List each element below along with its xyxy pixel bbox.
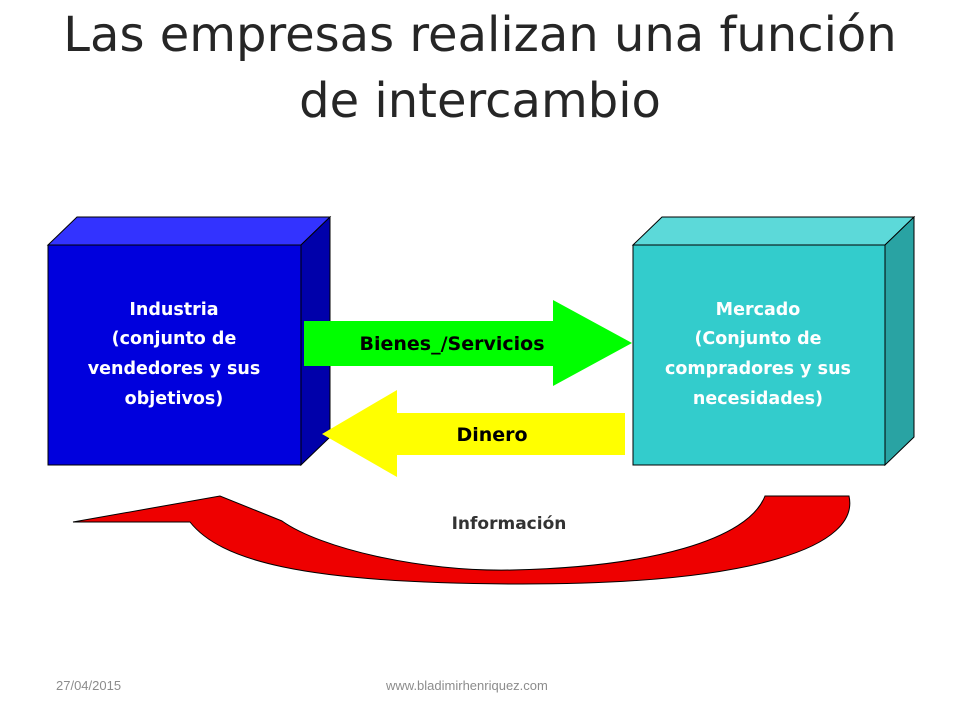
market-box: Mercado (Conjunto de compradores y sus n… bbox=[631, 215, 916, 467]
footer-date: 27/04/2015 bbox=[56, 678, 122, 693]
industry-box: Industria (conjunto de vendedores y sus … bbox=[46, 215, 332, 467]
market-box-line-1: Mercado bbox=[716, 300, 801, 320]
industry-box-top bbox=[46, 216, 332, 246]
money-arrow-shape bbox=[322, 390, 625, 477]
industry-box-front bbox=[47, 244, 302, 466]
industry-box-line-2: (conjunto de bbox=[112, 329, 237, 349]
goods-services-arrow: Bienes_/Servicios bbox=[304, 300, 632, 386]
money-label: Dinero bbox=[456, 424, 527, 446]
slide-title-line-1: Las empresas realizan una función bbox=[63, 7, 897, 63]
slide-title: Las empresas realizan una función de int… bbox=[40, 2, 920, 134]
market-box-line-4: necesidades) bbox=[693, 389, 823, 409]
slide-title-line-2: de intercambio bbox=[299, 73, 661, 129]
information-label: Información bbox=[452, 514, 567, 534]
market-box-front bbox=[632, 244, 886, 466]
industry-box-line-1: Industria bbox=[129, 300, 218, 320]
market-box-line-2: (Conjunto de bbox=[694, 329, 821, 349]
market-box-line-3: compradores y sus bbox=[665, 359, 851, 379]
information-arrow: Información bbox=[72, 495, 851, 585]
money-arrow: Dinero bbox=[322, 390, 625, 477]
market-box-side bbox=[884, 215, 915, 467]
footer-website: www.bladimirhenriquez.com bbox=[386, 678, 548, 693]
goods-services-arrow-shape bbox=[304, 300, 632, 386]
information-arrow-shape bbox=[72, 495, 851, 585]
industry-box-line-4: objetivos) bbox=[125, 389, 224, 409]
industry-box-line-3: vendedores y sus bbox=[88, 359, 260, 379]
goods-services-label: Bienes_/Servicios bbox=[359, 333, 544, 355]
market-box-top bbox=[631, 216, 916, 246]
